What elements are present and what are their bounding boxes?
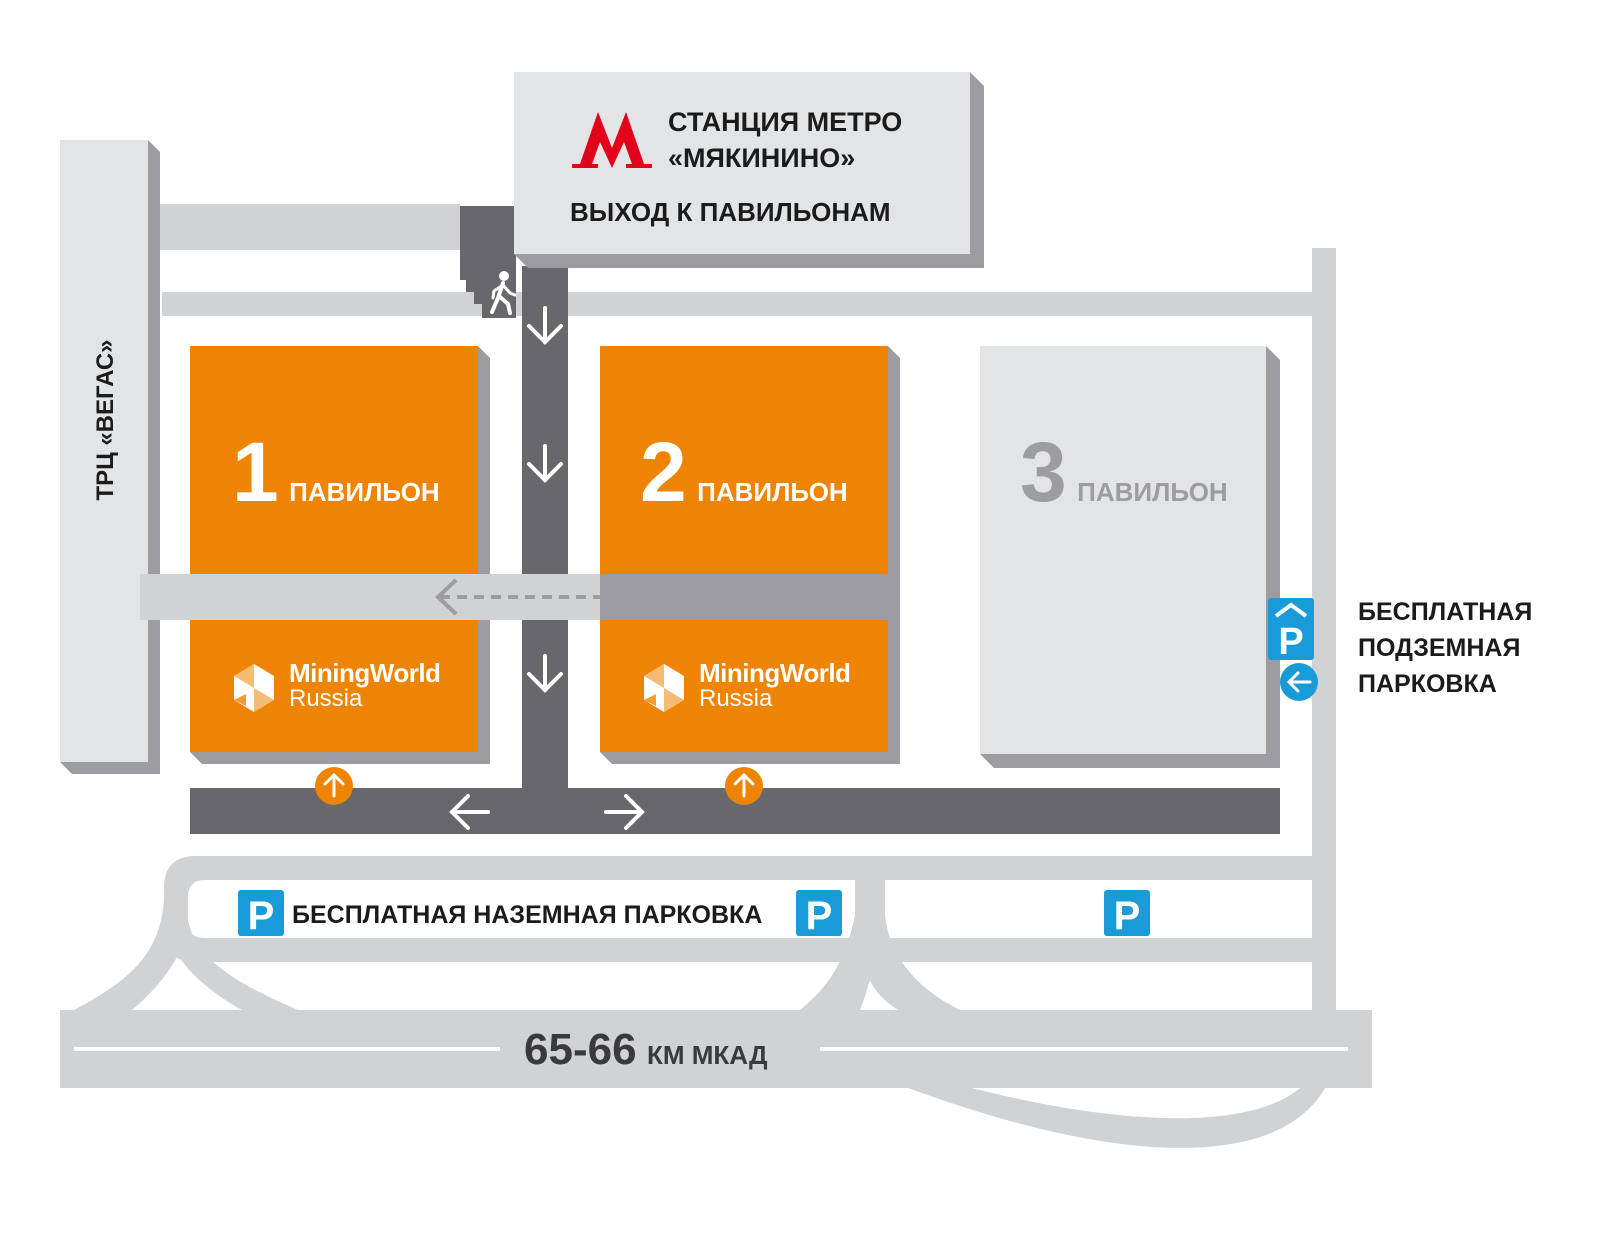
underground-parking-line3: ПАРКОВКА: [1358, 670, 1497, 698]
pavilion-1-word: ПАВИЛЬОН: [289, 477, 440, 507]
pavilion-3-label: 3 ПАВИЛЬОН: [1020, 430, 1228, 514]
mall-building: [60, 140, 160, 774]
parking-icon: P: [238, 890, 284, 938]
pavilion-1-block: [190, 346, 490, 764]
parking-entry-arrow-icon: [1280, 663, 1318, 701]
arrow-down-icon: [527, 654, 563, 693]
parking-icon: P: [1104, 890, 1150, 938]
pavilion-3-number: 3: [1020, 425, 1067, 519]
arrow-right-icon: [604, 794, 645, 830]
entrance-arrow-icon: [725, 767, 763, 805]
metro-station-name: СТАНЦИЯ МЕТРО «МЯКИНИНО»: [668, 104, 902, 176]
metro-station-line2: «МЯКИНИНО»: [668, 143, 856, 173]
svg-text:P: P: [1278, 621, 1303, 663]
ground-parking-label: БЕСПЛАТНАЯ НАЗЕМНАЯ ПАРКОВКА: [292, 901, 763, 929]
underground-parking-icon: P: [1268, 598, 1314, 663]
pavilion-1-number: 1: [232, 425, 279, 519]
pavilion-3-block: [980, 346, 1280, 768]
pavilion-2-label: 2 ПАВИЛЬОН: [640, 430, 848, 514]
highway-center-line: [74, 1047, 1348, 1051]
pavilion-2-number: 2: [640, 425, 687, 519]
miningworld-logo-icon: [644, 664, 684, 712]
miningworld-logo-icon: [234, 664, 274, 712]
highway-km: 65-66: [524, 1025, 637, 1074]
horizontal-arrows: [449, 794, 645, 830]
parking-icon: P: [796, 890, 842, 938]
pavilion-1-label: 1 ПАВИЛЬОН: [232, 430, 440, 514]
underground-parking-line2: ПОДЗЕМНАЯ: [1358, 634, 1521, 662]
pavilion-2-word: ПАВИЛЬОН: [697, 477, 848, 507]
miningworld-wordmark: MiningWorld Russia: [699, 658, 851, 712]
pedestrian-icon: [490, 271, 517, 315]
miningworld-line1: MiningWorld: [699, 658, 851, 688]
underground-parking-label: БЕСПЛАТНАЯ ПОДЗЕМНАЯ ПАРКОВКА: [1358, 594, 1532, 702]
svg-text:P: P: [806, 894, 833, 938]
down-arrows: [527, 306, 563, 693]
metro-logo-icon: [572, 112, 652, 168]
underground-parking-line1: БЕСПЛАТНАЯ: [1358, 598, 1533, 626]
highway-name: КМ МКАД: [647, 1040, 768, 1070]
pavilion-3-word: ПАВИЛЬОН: [1077, 477, 1228, 507]
svg-text:P: P: [248, 894, 275, 938]
arrow-down-icon: [527, 306, 563, 345]
arrow-down-icon: [527, 444, 563, 483]
miningworld-wordmark: MiningWorld Russia: [289, 658, 441, 712]
highway-label: 65-66 КМ МКАД: [524, 1026, 768, 1074]
miningworld-line2: Russia: [699, 685, 773, 712]
entrance-arrow-icon: [315, 767, 353, 805]
metro-station-line1: СТАНЦИЯ МЕТРО: [668, 107, 903, 137]
svg-text:P: P: [1114, 894, 1141, 938]
pavilion-2-block: [600, 346, 900, 764]
metro-exit-label: ВЫХОД К ПАВИЛЬОНАМ: [570, 197, 891, 227]
passage-arrow-icon: [435, 578, 651, 616]
miningworld-line2: Russia: [289, 685, 363, 712]
mall-label: ТРЦ «ВЕГАС»: [92, 339, 119, 501]
arrow-left-icon: [449, 794, 490, 830]
miningworld-line1: MiningWorld: [289, 658, 441, 688]
